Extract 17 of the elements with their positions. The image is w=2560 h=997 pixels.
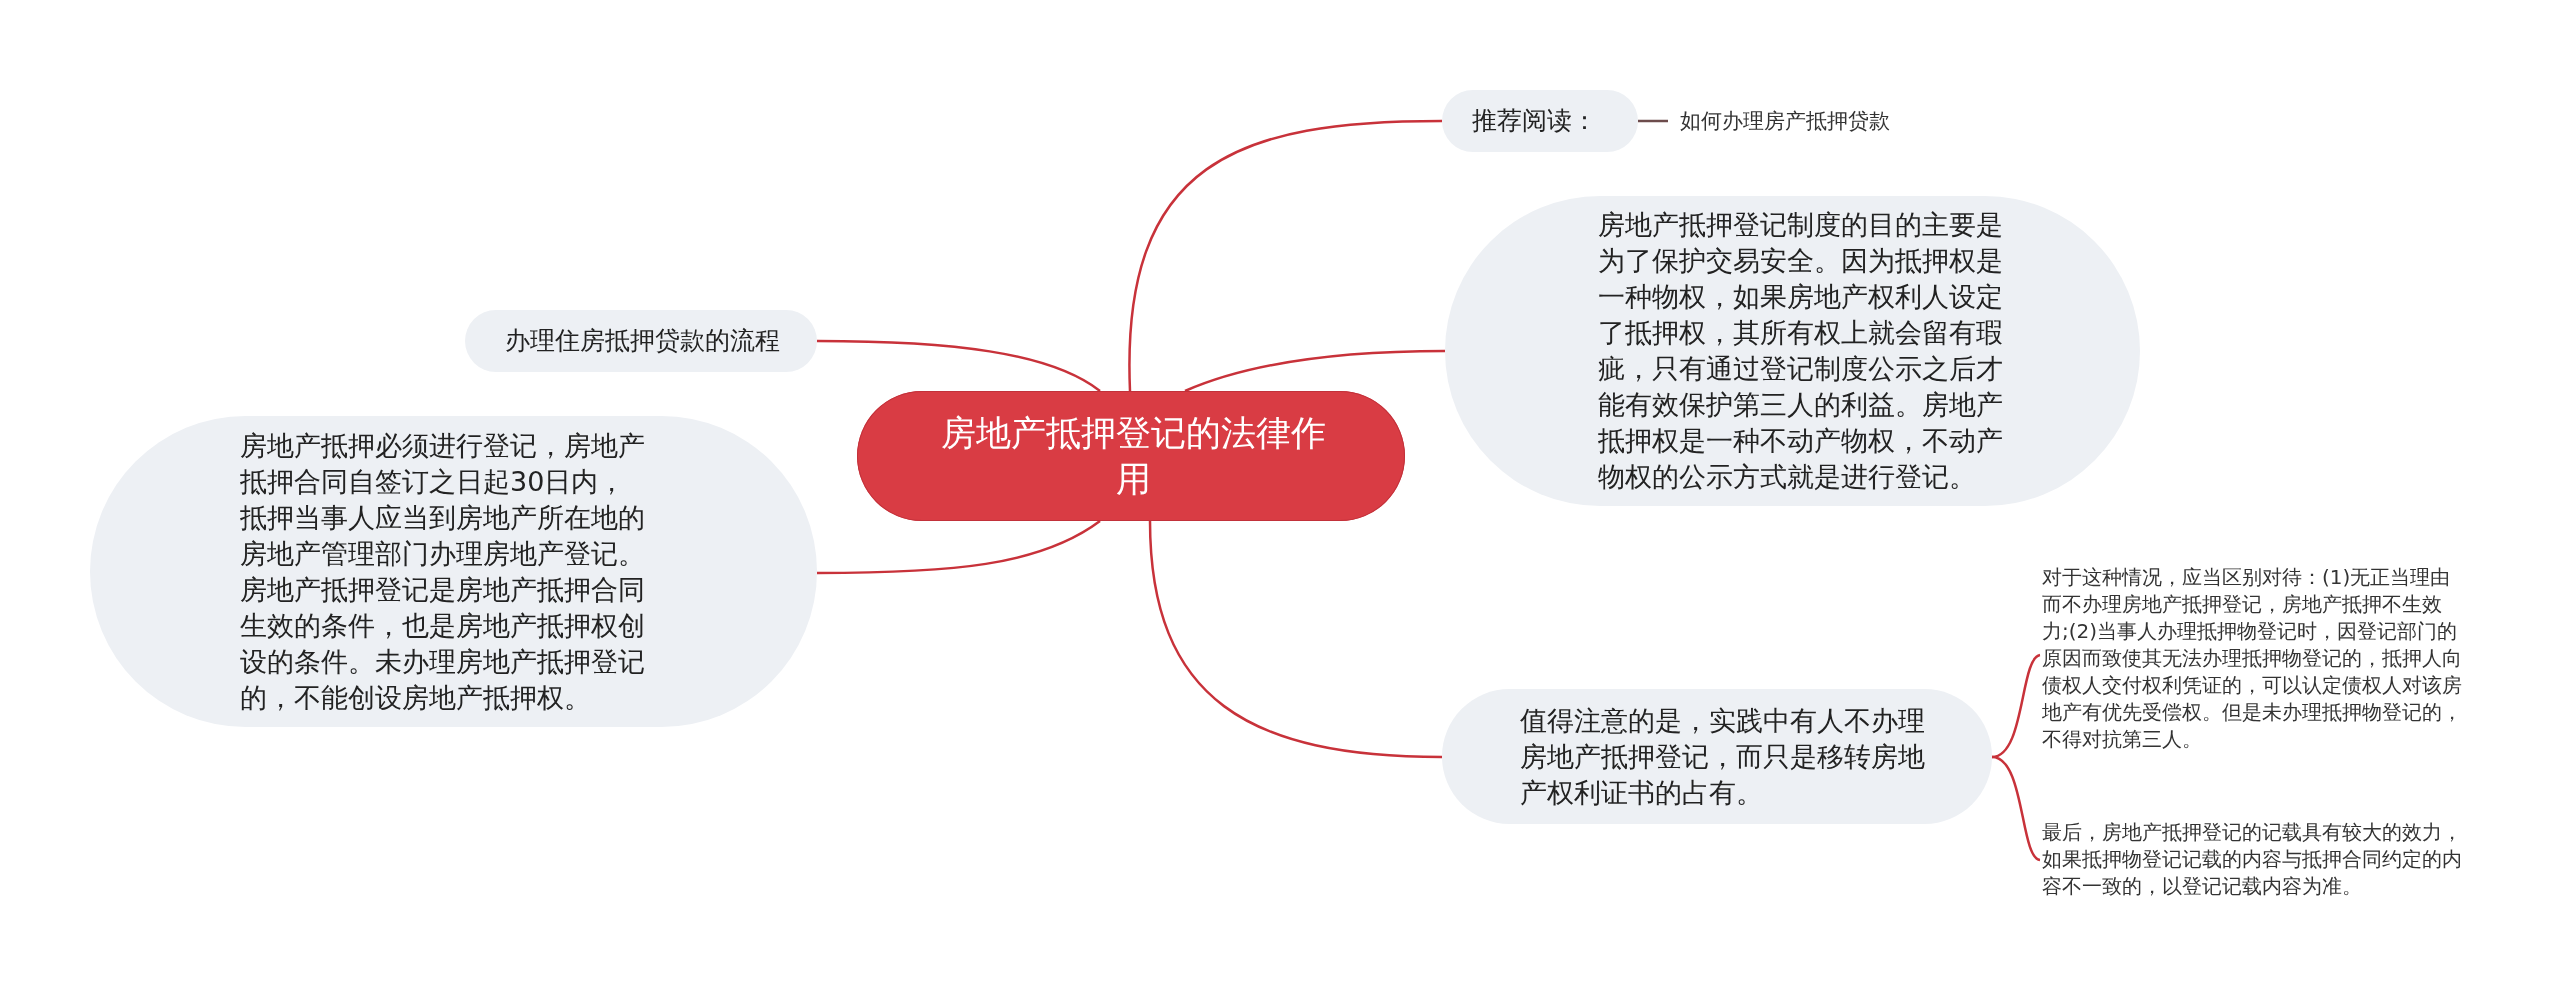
connector-line — [1991, 755, 2041, 862]
connector-line — [1128, 119, 1443, 391]
connector-line — [1148, 520, 1443, 759]
connector-line — [1638, 119, 1668, 123]
connector-line — [817, 339, 1101, 393]
note-text: 最后，房地产抵押登记的记载具有较大的效力，如果抵押物登记记载的内容与抵押合同约定的内容不一致的，以登记记载内容为准。 — [2042, 816, 2472, 902]
connector-line — [817, 519, 1101, 575]
central-topic-box: 房地产抵押登记的法律作用 — [857, 391, 1405, 521]
topic-bubble: 推荐阅读： — [1442, 90, 1638, 152]
link-text: 如何办理房产抵押贷款 — [1680, 104, 1920, 138]
topic-bubble: 办理住房抵押贷款的流程 — [465, 310, 817, 372]
topic-bubble: 值得注意的是，实践中有人不办理房地产抵押登记，而只是移转房地产权利证书的占有。 — [1442, 689, 1992, 824]
topic-bubble: 房地产抵押登记制度的目的主要是为了保护交易安全。因为抵押权是一种物权，如果房地产权利人设定了抵押权，其所有权上就会留有瑕疵，只有通过登记制度公示之后才能有效保护第三人的利益。房地产抵押权是一种不动产物权，不动产物权的公示方式就是进行登记。 — [1445, 196, 2140, 506]
topic-bubble: 房地产抵押必须进行登记，房地产抵押合同自签订之日起30日内，抵押当事人应当到房地产所在地的房地产管理部门办理房地产登记。房地产抵押登记是房地产抵押合同生效的条件，也是房地产抵押权创设的条件。未办理房地产抵押登记的，不能创设房地产抵押权。 — [90, 416, 817, 727]
note-text: 对于这种情况，应当区别对待：(1)无正当理由而不办理房地产抵押登记，房地产抵押不生效力;(2)当事人办理抵押物登记时，因登记部门的原因而致使其无法办理抵押物登记的，抵押人向债权人交付权利凭证的，可以认定债权人对该房地产有优先受偿权。但是未办理抵押物登记的，不得对抗第三人。 — [2042, 562, 2472, 754]
connector-line — [1184, 349, 1445, 393]
connector-line — [1991, 653, 2041, 759]
